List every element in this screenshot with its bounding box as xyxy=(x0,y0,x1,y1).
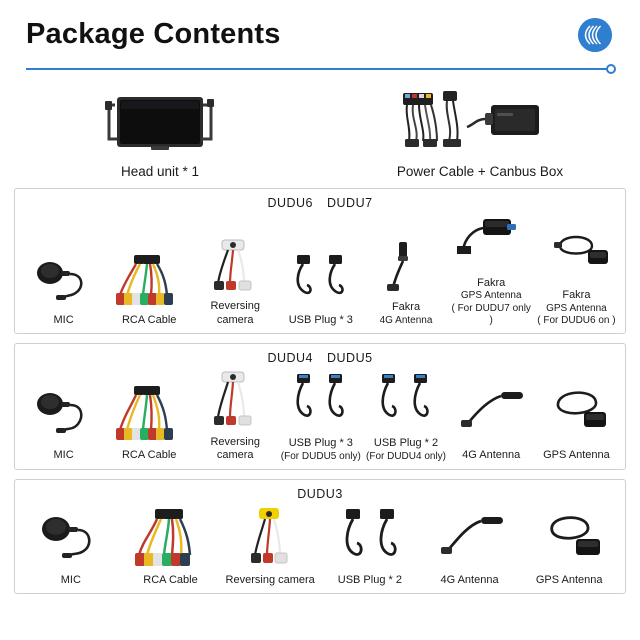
usb-plug-icon xyxy=(278,249,363,311)
item-rca-cable: RCA Cable xyxy=(106,249,192,327)
item-reversing-camera: Reversing camera xyxy=(192,235,278,327)
item-caption: MIC xyxy=(60,573,81,586)
item-fakra-4g-antenna: Fakra 4G Antenna xyxy=(363,236,448,327)
item-caption: GPS Antenna xyxy=(543,449,610,462)
group-title: DUDU6 DUDU7 xyxy=(21,196,619,210)
item-caption-sub: (For DUDU5 only) xyxy=(280,450,361,462)
page-title: Package Contents xyxy=(26,18,281,51)
mic-icon xyxy=(21,380,106,446)
item-caption: USB Plug * 3 xyxy=(288,437,353,450)
usb-plug-icon xyxy=(278,368,363,434)
mic-icon xyxy=(21,249,106,311)
item-caption: Reversing camera xyxy=(225,573,315,586)
item-gps-antenna: GPS Antenna xyxy=(519,503,619,587)
power-cable-canbus-icon xyxy=(380,82,580,156)
item-caption-note: ( For DUDU6 on ) xyxy=(537,314,616,326)
group-title: DUDU4 DUDU5 xyxy=(21,351,619,365)
reversing-camera-icon xyxy=(192,367,278,433)
item-caption: RCA Cable xyxy=(143,573,198,586)
item-rca-cable: RCA Cable xyxy=(106,380,192,462)
group-title-a: DUDU6 xyxy=(267,196,313,210)
group-items: MIC xyxy=(21,503,619,587)
item-caption: Fakra xyxy=(562,289,591,302)
top-item-caption: Head unit * 1 xyxy=(120,164,200,179)
item-fakra-gps-antenna-dudu6: Fakra GPS Antenna ( For DUDU6 on ) xyxy=(534,224,619,327)
group-items: MIC xyxy=(21,212,619,327)
group-items: MIC xyxy=(21,367,619,463)
item-caption-sub: 4G Antenna xyxy=(379,314,433,326)
item-mic: MIC xyxy=(21,503,121,587)
gps-antenna-icon xyxy=(534,380,619,446)
item-caption: USB Plug * 2 xyxy=(373,437,439,450)
item-caption: 4G Antenna xyxy=(440,573,499,586)
item-caption-sub: (For DUDU4 only) xyxy=(366,450,447,462)
item-caption: Reversing camera xyxy=(210,435,260,462)
item-4g-antenna: 4G Antenna xyxy=(449,380,534,462)
top-item-caption: Power Cable + Canbus Box xyxy=(396,164,564,179)
item-usb-plug-dudu5: USB Plug * 3 (For DUDU5 only) xyxy=(278,368,363,463)
page-header: Package Contents xyxy=(0,0,640,52)
header-divider xyxy=(26,64,616,74)
gps-antenna-icon xyxy=(534,224,619,286)
item-mic: MIC xyxy=(21,249,106,327)
top-item-head-unit: Head unit * 1 xyxy=(60,82,260,179)
fakra-4g-antenna-icon xyxy=(363,236,448,298)
usb-plug-icon xyxy=(320,503,420,571)
fakra-gps-antenna-icon xyxy=(449,212,534,274)
rca-cable-icon xyxy=(106,249,192,311)
item-caption: 4G Antenna xyxy=(462,449,521,462)
4g-antenna-icon xyxy=(420,503,520,571)
reversing-camera-icon xyxy=(220,503,320,571)
item-caption-sub: GPS Antenna xyxy=(546,302,607,314)
group-title-a: DUDU4 xyxy=(267,350,313,365)
item-caption: MIC xyxy=(53,449,74,462)
group-title-b: DUDU7 xyxy=(327,196,373,210)
item-caption: Fakra xyxy=(477,277,506,289)
item-reversing-camera: Reversing camera xyxy=(192,367,278,463)
item-caption: RCA Cable xyxy=(121,449,177,462)
item-reversing-camera: Reversing camera xyxy=(220,503,320,587)
item-caption: GPS Antenna xyxy=(535,573,603,586)
item-caption: USB Plug * 2 xyxy=(337,573,402,586)
group-title-b: DUDU5 xyxy=(327,350,373,365)
group-dudu4-dudu5: DUDU4 DUDU5 MIC xyxy=(14,342,626,470)
divider-end-dot xyxy=(606,64,616,74)
item-usb-plug: USB Plug * 2 xyxy=(320,503,420,587)
item-mic: MIC xyxy=(21,380,106,462)
item-caption: Reversing camera xyxy=(210,300,260,326)
item-caption: Fakra xyxy=(391,301,421,314)
brand-disc-icon xyxy=(578,18,612,52)
gps-antenna-icon xyxy=(519,503,619,571)
group-dudu6-dudu7: DUDU6 DUDU7 MIC xyxy=(14,188,626,334)
item-gps-antenna: GPS Antenna xyxy=(534,380,619,462)
item-rca-cable: RCA Cable xyxy=(121,503,221,587)
top-item-power-cable: Power Cable + Canbus Box xyxy=(380,82,580,179)
usb-plug-icon xyxy=(363,368,448,434)
item-usb-plug: USB Plug * 3 xyxy=(278,249,363,327)
item-caption-note: ( For DUDU7 only ) xyxy=(451,302,531,326)
item-usb-plug-dudu4: USB Plug * 2 (For DUDU4 only) xyxy=(363,368,448,463)
item-caption: RCA Cable xyxy=(121,313,177,326)
item-caption-sub: GPS Antenna xyxy=(460,290,522,302)
item-4g-antenna: 4G Antenna xyxy=(420,503,520,587)
group-dudu3: DUDU3 MIC xyxy=(14,478,626,595)
rca-cable-icon xyxy=(106,380,192,446)
top-items-row: Head unit * 1 xyxy=(0,82,640,179)
item-caption: USB Plug * 3 xyxy=(288,313,353,326)
group-title: DUDU3 xyxy=(297,486,343,501)
4g-antenna-icon xyxy=(449,380,534,446)
divider-line xyxy=(26,68,609,70)
item-fakra-gps-antenna-dudu7: Fakra GPS Antenna ( For DUDU7 only ) xyxy=(449,212,534,327)
reversing-camera-icon xyxy=(192,235,278,297)
head-unit-icon xyxy=(60,82,260,156)
item-caption: MIC xyxy=(53,313,74,326)
rca-cable-icon xyxy=(121,503,221,571)
mic-icon xyxy=(21,503,121,571)
